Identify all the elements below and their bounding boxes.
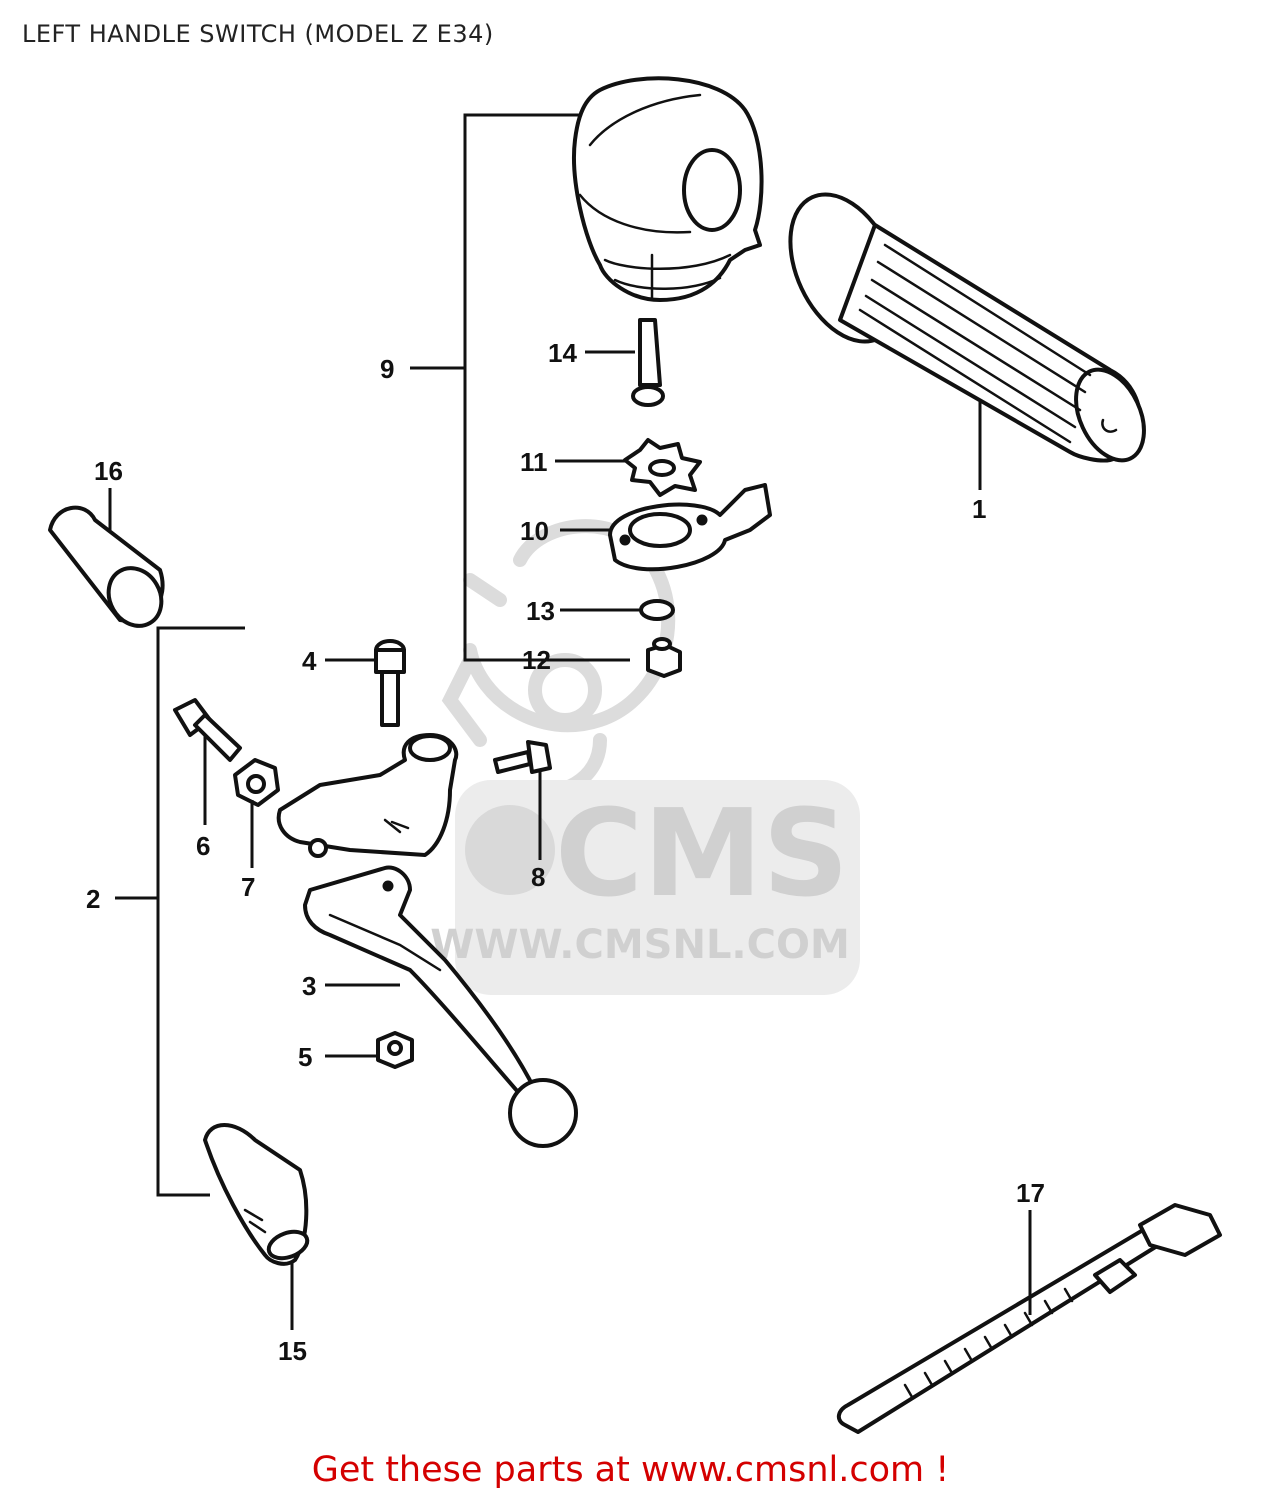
part-cable-tie-17 bbox=[836, 1203, 1222, 1434]
cable-tie-serrations bbox=[903, 1287, 1074, 1399]
callout-12: 12 bbox=[522, 645, 551, 675]
part-lever-cover-15 bbox=[203, 1123, 310, 1266]
part-screw-14 bbox=[631, 318, 665, 407]
callout-14: 14 bbox=[548, 338, 577, 368]
footer-link-text: Get these parts at www.cmsnl.com ! bbox=[311, 1450, 950, 1490]
callout-7: 7 bbox=[241, 872, 255, 902]
watermark-url-text: WWW.CMSNL.COM bbox=[430, 922, 850, 968]
callout-4: 4 bbox=[302, 646, 317, 676]
callouts: 1 2 3 4 5 6 7 8 9 10 11 12 13 14 15 16 1… bbox=[86, 338, 1045, 1366]
callout-9: 9 bbox=[380, 354, 394, 384]
callout-3: 3 bbox=[302, 971, 316, 1001]
watermark: CMS WWW.CMSNL.COM bbox=[430, 519, 860, 995]
callout-5: 5 bbox=[298, 1042, 312, 1072]
part-nut-12 bbox=[646, 637, 682, 678]
grip-ribs bbox=[858, 243, 1092, 444]
part-bolt-6 bbox=[173, 698, 242, 762]
group-bracket-9 bbox=[410, 113, 630, 662]
part-switch-housing bbox=[572, 76, 764, 302]
part-handle-grip bbox=[788, 192, 1146, 463]
group-bracket-2 bbox=[115, 626, 245, 1197]
callout-13: 13 bbox=[526, 596, 555, 626]
callout-6: 6 bbox=[196, 831, 210, 861]
part-nut-7 bbox=[233, 758, 280, 807]
part-bolt-4 bbox=[374, 639, 406, 727]
callout-11: 11 bbox=[520, 447, 548, 477]
part-boot-16 bbox=[48, 505, 165, 628]
watermark-logo-text: CMS bbox=[555, 785, 849, 924]
leader-lines bbox=[108, 350, 1032, 1330]
callout-15: 15 bbox=[278, 1336, 307, 1366]
callout-1: 1 bbox=[972, 494, 986, 524]
part-washer-13 bbox=[639, 599, 675, 621]
callout-2: 2 bbox=[86, 884, 100, 914]
watermark-logo-box: CMS WWW.CMSNL.COM bbox=[430, 780, 860, 995]
callout-8: 8 bbox=[531, 862, 545, 892]
parts-diagram: CMS WWW.CMSNL.COM bbox=[48, 76, 1222, 1434]
part-lever-bracket-2 bbox=[276, 733, 459, 858]
part-lever-3 bbox=[303, 865, 578, 1148]
callout-16: 16 bbox=[94, 456, 123, 486]
part-bolt-8 bbox=[493, 740, 552, 774]
callout-17: 17 bbox=[1016, 1178, 1045, 1208]
part-choke-lever-10 bbox=[608, 483, 772, 572]
part-nut-5 bbox=[376, 1031, 414, 1069]
callout-10: 10 bbox=[520, 516, 549, 546]
part-star-washer-11 bbox=[623, 438, 702, 497]
diagram-title: LEFT HANDLE SWITCH (MODEL Z E34) bbox=[22, 20, 494, 48]
